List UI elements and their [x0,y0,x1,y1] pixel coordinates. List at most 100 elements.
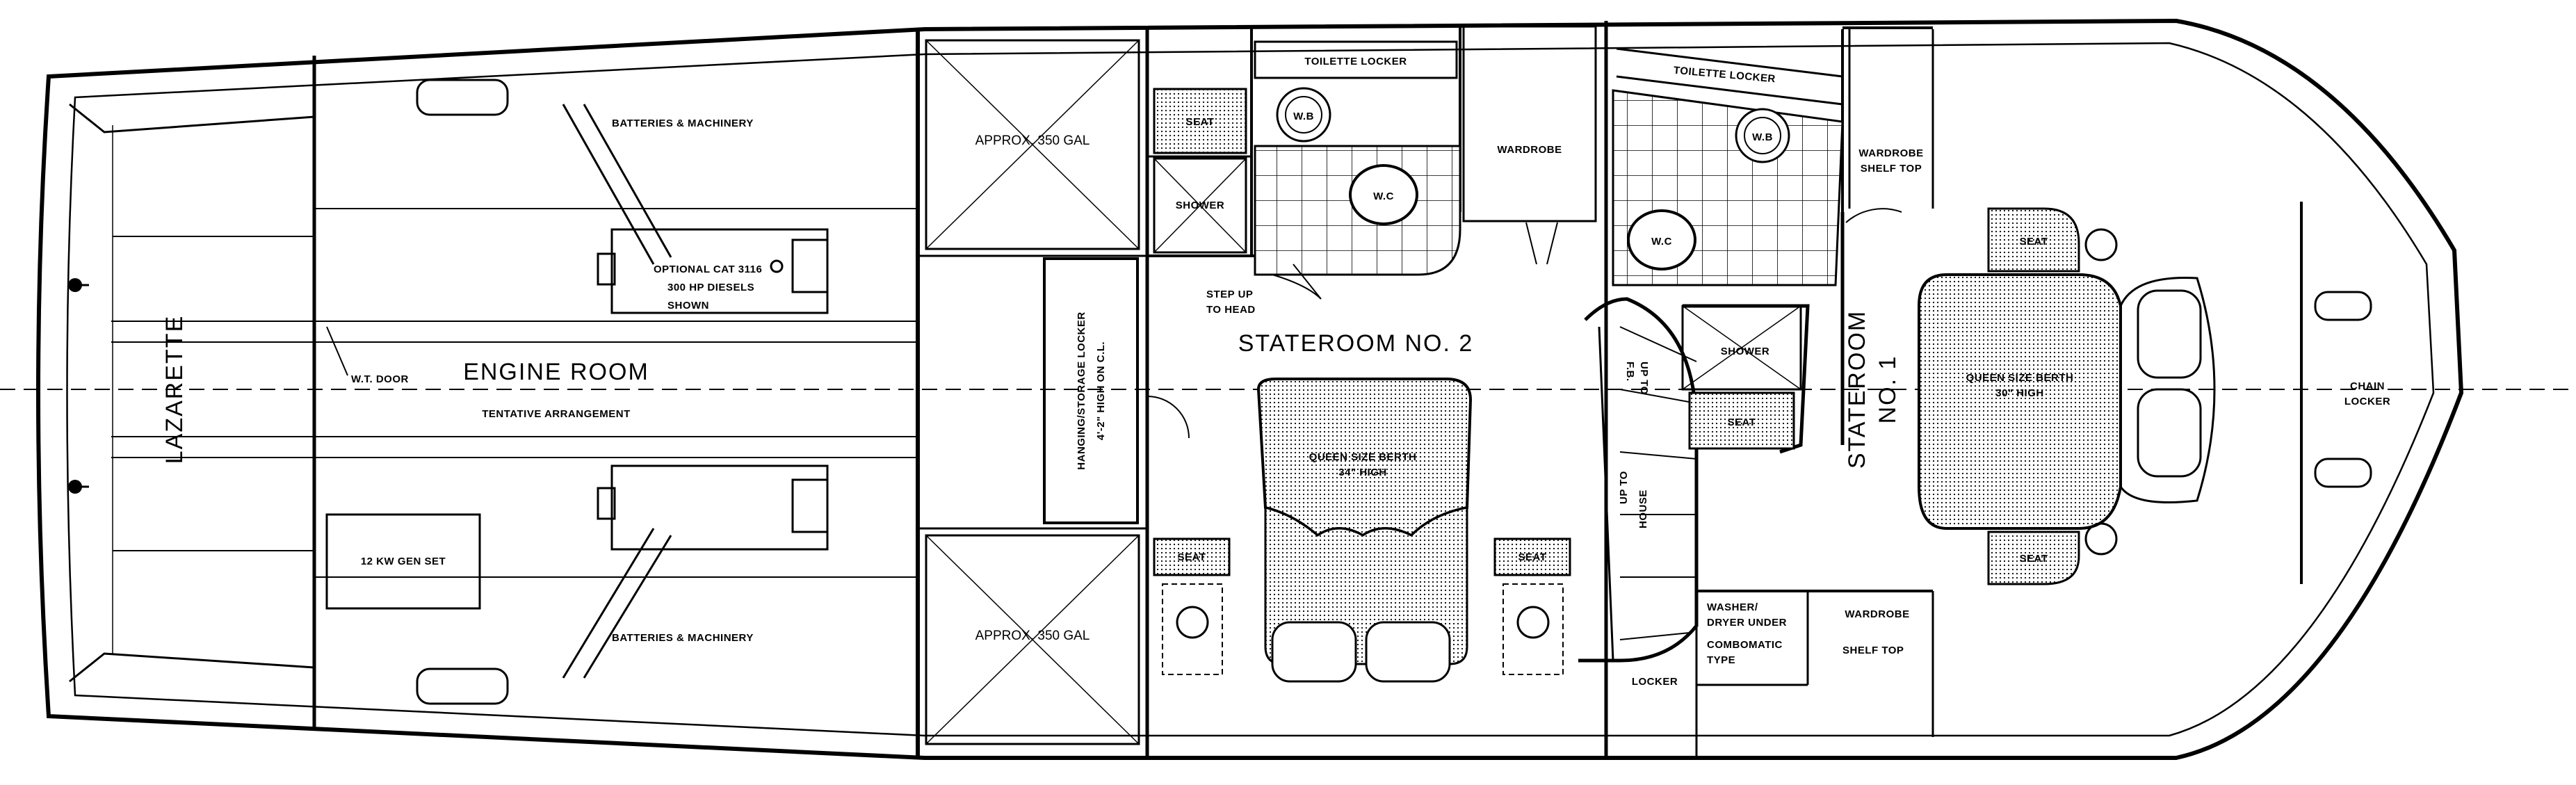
fuel-tank-bottom-label: APPROX. 350 GAL [975,629,1090,643]
wt-door-label: W.T. DOOR [351,373,409,385]
toilette-locker-aft [1254,40,1458,79]
gen-set [325,513,481,610]
stateroom-1-seat-top [1987,207,2080,273]
chain-locker-label: LOCKER [2344,396,2390,407]
aft-shower-label: SHOWER [1176,200,1225,211]
hanging-locker-label: HANGING/STORAGE LOCKER [1076,311,1087,469]
up-to-house-label: UP TO [1618,471,1630,504]
svg-text:SEAT: SEAT [1178,551,1206,563]
fwd-wash-basin-icon: W.B [1735,108,1790,163]
tentative-arrangement-label: TENTATIVE ARRANGEMENT [482,408,631,420]
combomatic-type-label: TYPE [1707,654,1735,666]
up-to-fb-label-2: F.B. [1624,362,1636,382]
wardrobe-center [1462,25,1597,222]
hawse-pipe-bottom [2314,458,2372,488]
engine-top [597,228,829,314]
nightstand-right [1502,583,1564,675]
forward-head: TOILETTE LOCKER W.B W.C SHOWER SEAT [1605,26,1844,454]
shelf-top-bottom-label: SHELF TOP [1842,645,1904,656]
stairway: UP TO F.B. UP TO HOUSE [1578,297,1699,663]
lazarette-label: LAZARETTE [161,315,188,464]
shown-label: SHOWN [667,300,709,311]
gen-set-label: 12 KW GEN SET [361,556,446,567]
fuel-tank-top-label: APPROX. 350 GAL [975,133,1090,148]
fwd-toilet-icon: W.C [1627,209,1696,270]
stateroom-2: STATEROOM NO. 2 QUEEN SIZE BERTH 34" HIG… [1147,21,1608,758]
lazarette-area: LAZARETTE [68,56,316,730]
engine-room-label: ENGINE ROOM [463,359,649,385]
engine-room: BATTERIES & MACHINERY BATTERIES & MACHIN… [111,29,920,758]
hanging-locker-height-label: 4'-2" HIGH ON C.L. [1095,341,1107,440]
stateroom-2-seat-right [1493,537,1571,576]
wardrobe-center-label: WARDROBE [1497,144,1562,156]
rudder-top-icon [68,278,89,292]
wardrobe-bottom-label: WARDROBE [1845,608,1909,620]
stateroom-1: WARDROBE SHELF TOP STATEROOM NO. 1 QUEEN… [1840,26,2216,585]
pillow-left [1271,621,1357,683]
queen-berth-aft-label: QUEEN SIZE BERTH [1309,451,1417,463]
fuel-tanks: APPROX. 350 GAL APPROX. 350 GAL HANGING/… [918,26,1149,758]
svg-text:SEAT: SEAT [2020,236,2048,248]
wardrobe-shelf-label: WARDROBE [1858,147,1923,159]
wardrobe-shelf-top-label: SHELF TOP [1861,163,1922,175]
svg-text:W.C: W.C [1373,191,1394,202]
svg-text:W.B: W.B [1293,111,1314,122]
reading-light-bottom-icon [2084,522,2118,556]
svg-text:W.B: W.B [1752,131,1773,143]
nightstand-left [1162,583,1223,675]
queen-berth-fwd [1918,273,2122,530]
pillow-right [1365,621,1451,683]
combomatic-label: COMBOMATIC [1707,639,1783,651]
optional-cat-label: OPTIONAL CAT 3116 [654,264,762,275]
diesels-label: 300 HP DIESELS [667,282,754,293]
svg-text:W.C: W.C [1651,236,1672,248]
fwd-shower [1681,305,1802,391]
washer-area: WASHER/ DRYER UNDER COMBOMATIC TYPE WARD… [1632,590,1934,758]
rudder-bottom-icon [68,480,89,494]
pillow-fwd-top [2137,289,2202,379]
to-head-label: TO HEAD [1206,304,1256,316]
batteries-bottom-label: BATTERIES & MACHINERY [612,632,754,644]
chain-label: CHAIN [2350,380,2385,392]
center-wardrobe: WARDROBE [1462,25,1597,265]
fwd-head-seat [1688,391,1795,450]
wt-door-swing [326,326,348,376]
stateroom-1-label: STATEROOM [1844,310,1870,469]
dryer-under-label: DRYER UNDER [1707,617,1787,629]
queen-berth-fwd-height: 30" HIGH [1995,387,2043,399]
aft-head-seat [1153,88,1247,154]
aft-shower [1153,157,1247,254]
aft-wash-basin-icon: W.B [1276,87,1331,143]
step-up-label: STEP UP [1206,289,1253,300]
queen-berth-aft-height: 34" HIGH [1338,467,1386,478]
fuel-tank-top [925,39,1140,250]
toilette-locker-fwd-label: TOILETTE LOCKER [1673,65,1776,86]
svg-text:SEAT: SEAT [1518,551,1547,563]
washer-label: WASHER/ [1707,601,1758,613]
hawse-pipe-top [2314,291,2372,321]
pillow-fwd-bottom [2137,388,2202,478]
aft-head: SEAT SHOWER TOILETTE LOCKER W.B W.C STEP… [1147,26,1461,316]
muffler-top [416,79,509,116]
muffler-bottom [416,667,509,705]
reading-light-top-icon [2084,228,2118,261]
batteries-top-label: BATTERIES & MACHINERY [612,118,754,129]
aft-head-seat-label: SEAT [1186,116,1215,128]
engine-bottom [597,464,829,551]
up-to-fb-label: UP TO [1638,362,1650,395]
stateroom-1-seat-bottom [1987,531,2080,585]
aft-toilet-icon: W.C [1349,164,1418,225]
svg-text:SEAT: SEAT [2020,553,2048,565]
up-to-house-label-2: HOUSE [1637,489,1649,528]
stateroom-2-seat-left [1153,537,1231,576]
toilette-locker-aft-label: TOILETTE LOCKER [1304,56,1407,67]
hanging-locker [1043,257,1139,524]
locker-label: LOCKER [1632,676,1678,688]
fuel-tank-bottom [925,534,1140,745]
stateroom-1-number: NO. 1 [1874,355,1901,424]
stateroom-2-label: STATEROOM NO. 2 [1238,330,1474,357]
fwd-shower-label: SHOWER [1721,346,1770,357]
svg-text:SEAT: SEAT [1728,416,1756,428]
